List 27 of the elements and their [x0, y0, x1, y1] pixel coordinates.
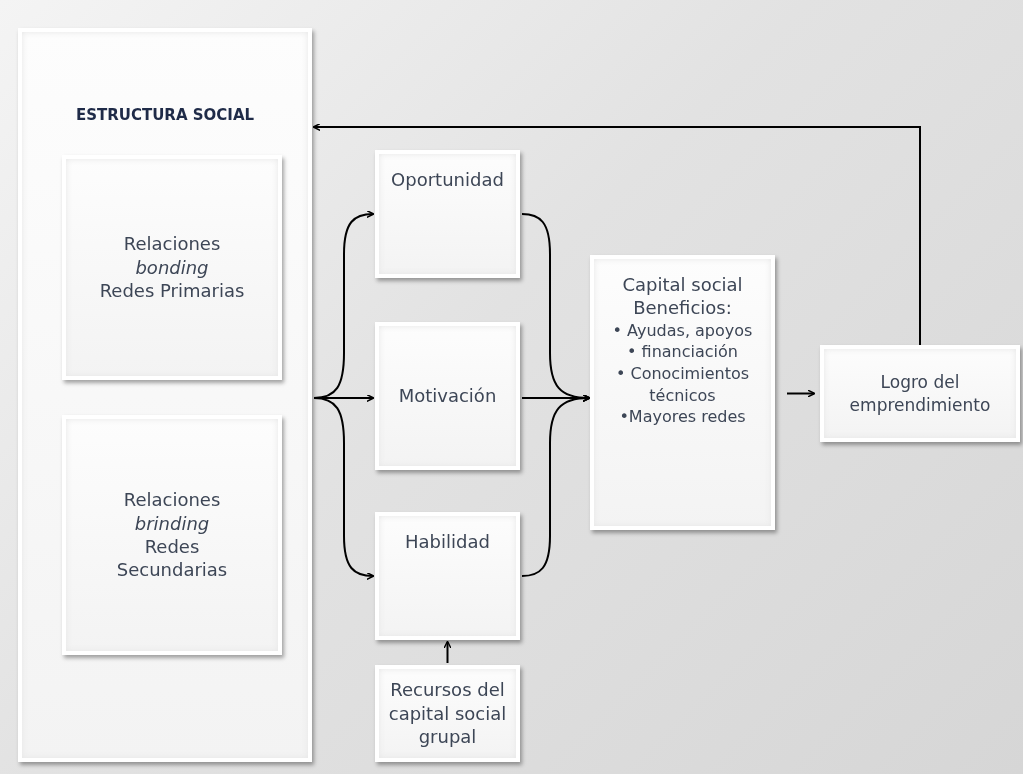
bullet-item: • Ayudas, apoyos — [612, 319, 753, 342]
concept-box — [375, 512, 520, 640]
brace-arrow — [521, 394, 591, 577]
box-label: Logro del emprendimiento — [848, 371, 992, 416]
box-label: Oportunidad — [391, 168, 504, 192]
bullet-item: • financiación — [627, 341, 738, 363]
concept-box — [62, 415, 282, 655]
bullet-item: •Mayores redes — [619, 406, 746, 428]
benefits-box — [590, 255, 775, 530]
arrow — [443, 640, 452, 664]
concept-box — [62, 155, 282, 380]
box-label: Relaciones brinding Redes Secundarias — [115, 488, 229, 582]
panel-heading: ESTRUCTURA SOCIAL — [74, 106, 256, 126]
box-heading: Capital social Beneficios: — [621, 273, 744, 320]
box-label: Recursos del capital social grupal — [387, 678, 508, 749]
outcome-box — [820, 345, 1020, 442]
concept-box — [375, 150, 520, 278]
structure-panel — [18, 28, 312, 762]
arrow — [786, 389, 816, 398]
box-label: Habilidad — [405, 530, 490, 554]
brace-arrow — [313, 397, 375, 580]
concept-box — [375, 322, 520, 470]
bullet-item: • Conocimientos técnicos — [614, 362, 751, 407]
box-label: Motivación — [398, 384, 497, 408]
box-label: Relaciones bonding Redes Primarias — [99, 232, 245, 303]
arrow — [312, 122, 921, 346]
concept-box — [375, 665, 520, 762]
